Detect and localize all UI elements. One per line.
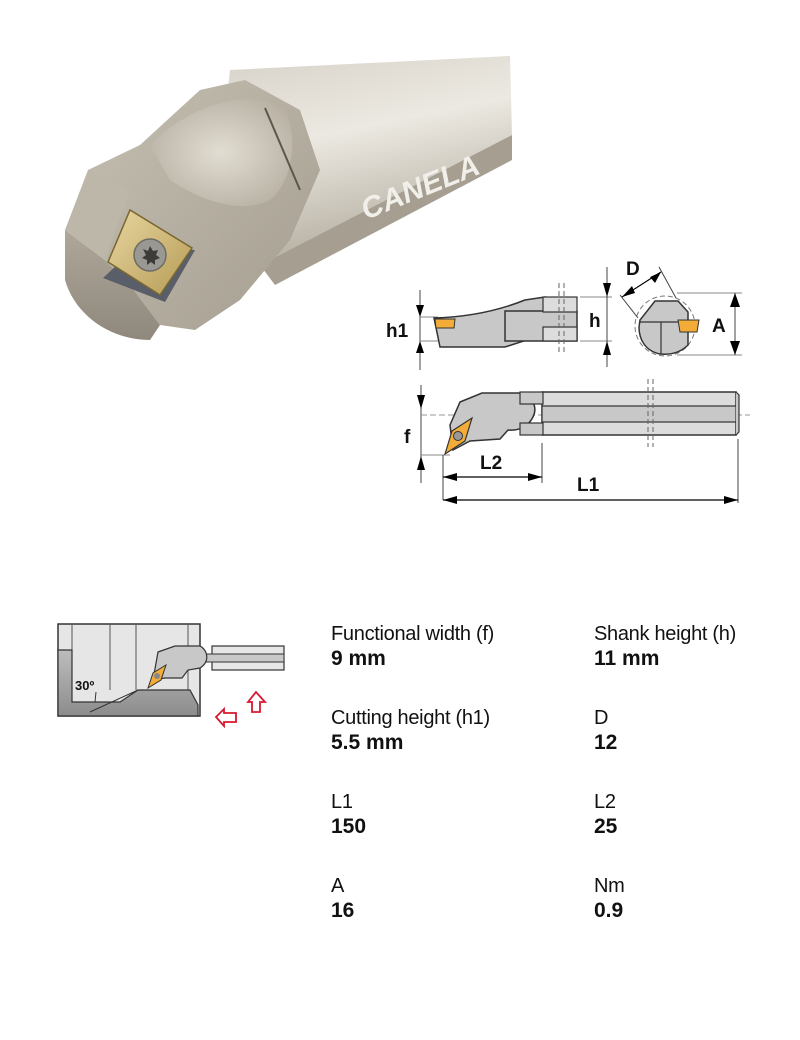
spec-value: 150 [331,815,367,838]
spec-value: 25 [594,815,618,838]
spec-Nm: Nm 0.9 [594,874,625,924]
spec-functional-width: Functional width (f) 9 mm [331,622,494,672]
label-h: h [589,311,601,332]
technical-drawing-front: h1 h D A [380,255,760,370]
label-f: f [404,427,411,448]
spec-value: 16 [331,899,355,922]
spec-L2: L2 25 [594,790,617,840]
spec-label: Functional width (f) [331,623,494,645]
product-photo: CANELA [0,50,520,350]
spec-A: A 16 [331,874,354,924]
angle-label: 30º [75,678,94,693]
spec-value: 9 mm [331,647,386,670]
label-L2: L2 [480,453,502,474]
spec-label: A [331,875,345,897]
spec-shank-height: Shank height (h) 11 mm [594,622,736,672]
spec-value: 0.9 [594,899,624,922]
label-D: D [626,259,640,280]
spec-cutting-height: Cutting height (h1) 5.5 mm [331,706,490,756]
feed-direction-arrows-icon [214,690,268,729]
application-diagram: 30º [50,610,300,740]
spec-value: 12 [594,731,618,754]
spec-label: L2 [594,791,616,813]
spec-label: Shank height (h) [594,623,736,645]
label-L1: L1 [577,475,600,496]
label-A: A [712,316,726,337]
technical-drawing-side: f L2 L1 [390,375,760,515]
spec-label: L1 [331,791,353,813]
spec-L1: L1 150 [331,790,366,840]
spec-label: Nm [594,875,625,897]
spec-D: D 12 [594,706,617,756]
spec-label: D [594,707,609,729]
spec-value: 5.5 mm [331,731,404,754]
label-h1: h1 [386,321,409,342]
spec-label: Cutting height (h1) [331,707,490,729]
spec-value: 11 mm [594,647,660,670]
